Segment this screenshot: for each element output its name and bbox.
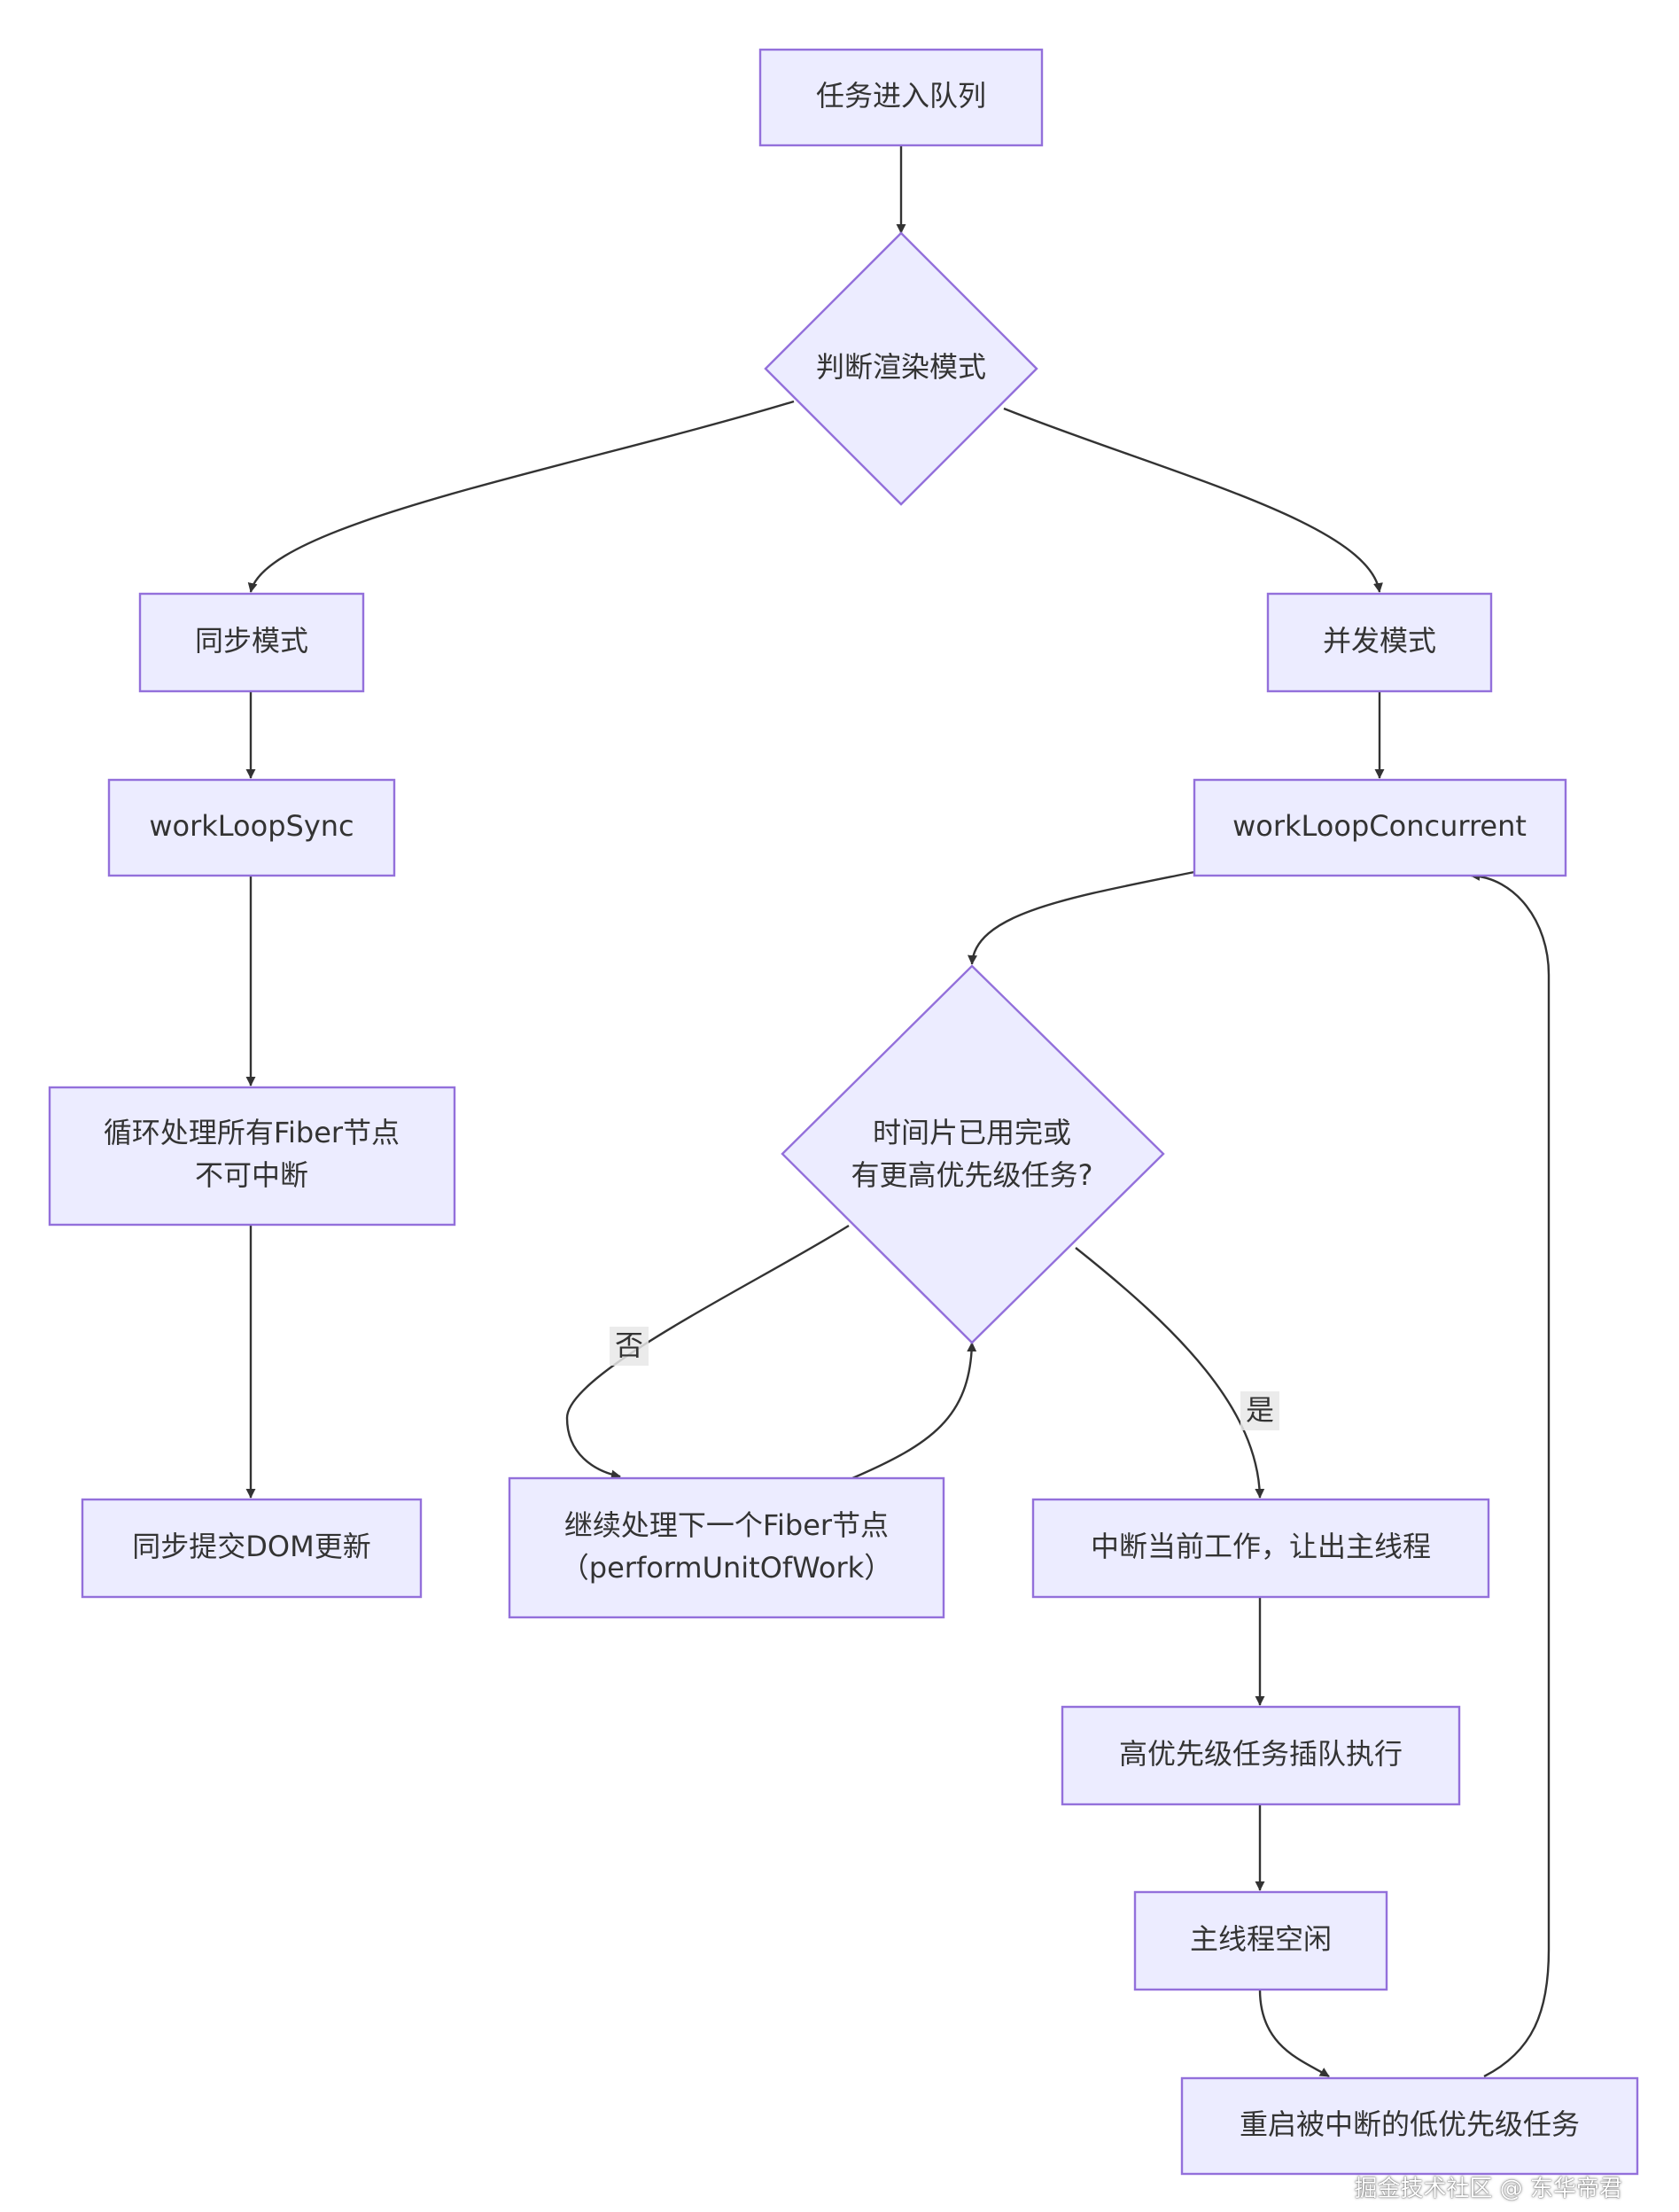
node-continue-next: 继续处理下一个Fiber节点 （performUnitOfWork）: [508, 1476, 945, 1619]
svg-text:workLoopSync: workLoopSync: [149, 809, 354, 843]
node-concurrent-mode: 并发模式: [1266, 592, 1493, 693]
node-sync-commit: 同步提交DOM更新: [81, 1498, 423, 1599]
svg-text:重启被中断的低优先级任务: 重启被中断的低优先级任务: [1240, 2107, 1580, 2141]
node-time-check: 时间片已用完或 有更高优先级任务?: [781, 964, 1165, 1344]
svg-text:高优先级任务插队执行: 高优先级任务插队执行: [1119, 1737, 1403, 1771]
edges: [245, 145, 1551, 2078]
edge-continue-to-time-check: [851, 1342, 977, 1480]
svg-text:任务进入队列: 任务进入队列: [816, 79, 986, 113]
node-interrupt: 中断当前工作，让出主线程: [1031, 1498, 1490, 1599]
node-high-priority: 高优先级任务插队执行: [1061, 1705, 1461, 1806]
svg-text:同步模式: 同步模式: [195, 624, 308, 658]
svg-text:（performUnitOfWork）: （performUnitOfWork）: [561, 1551, 892, 1585]
edge-idle-to-restart: [1258, 1989, 1330, 2078]
edge-time-check-no: [565, 1224, 850, 1480]
node-idle: 主线程空闲: [1133, 1890, 1388, 1991]
edge-mode-check-to-sync: [247, 400, 795, 593]
svg-text:判断渲染模式: 判断渲染模式: [816, 350, 986, 384]
svg-text:是: 是: [1246, 1393, 1274, 1427]
svg-text:有更高优先级任务?: 有更高优先级任务?: [851, 1158, 1093, 1192]
node-sync-mode: 同步模式: [138, 592, 365, 693]
edge-label-yes: 是: [1240, 1391, 1279, 1430]
svg-text:同步提交DOM更新: 同步提交DOM更新: [132, 1530, 370, 1563]
edge-time-check-yes: [1075, 1247, 1265, 1499]
node-work-loop-sync: workLoopSync: [107, 778, 396, 877]
node-restart: 重启被中断的低优先级任务: [1180, 2076, 1639, 2176]
node-work-loop-concurrent: workLoopConcurrent: [1193, 778, 1567, 877]
svg-text:主线程空闲: 主线程空闲: [1190, 1922, 1332, 1956]
svg-text:否: 否: [615, 1328, 643, 1362]
watermark: 掘金技术社区 @ 东华帝君: [1354, 2176, 1622, 2202]
svg-text:继续处理下一个Fiber节点: 继续处理下一个Fiber节点: [564, 1508, 889, 1542]
node-enqueue: 任务进入队列: [758, 48, 1044, 147]
edge-workloopconcurrent-to-time-check: [968, 870, 1195, 965]
svg-text:不可中断: 不可中断: [195, 1158, 308, 1192]
node-mode-check: 判断渲染模式: [764, 231, 1038, 506]
edge-label-no: 否: [610, 1327, 649, 1366]
svg-text:并发模式: 并发模式: [1323, 624, 1436, 658]
node-sync-process: 循环处理所有Fiber节点 不可中断: [48, 1086, 456, 1227]
svg-text:循环处理所有Fiber节点: 循环处理所有Fiber节点: [104, 1116, 400, 1149]
edge-mode-check-to-concurrent: [1003, 407, 1383, 593]
svg-text:中断当前工作，让出主线程: 中断当前工作，让出主线程: [1091, 1530, 1431, 1563]
svg-text:workLoopConcurrent: workLoopConcurrent: [1232, 809, 1527, 843]
svg-text:时间片已用完或: 时间片已用完或: [873, 1116, 1071, 1149]
edge-restart-to-workloopconcurrent: [1470, 870, 1551, 2078]
